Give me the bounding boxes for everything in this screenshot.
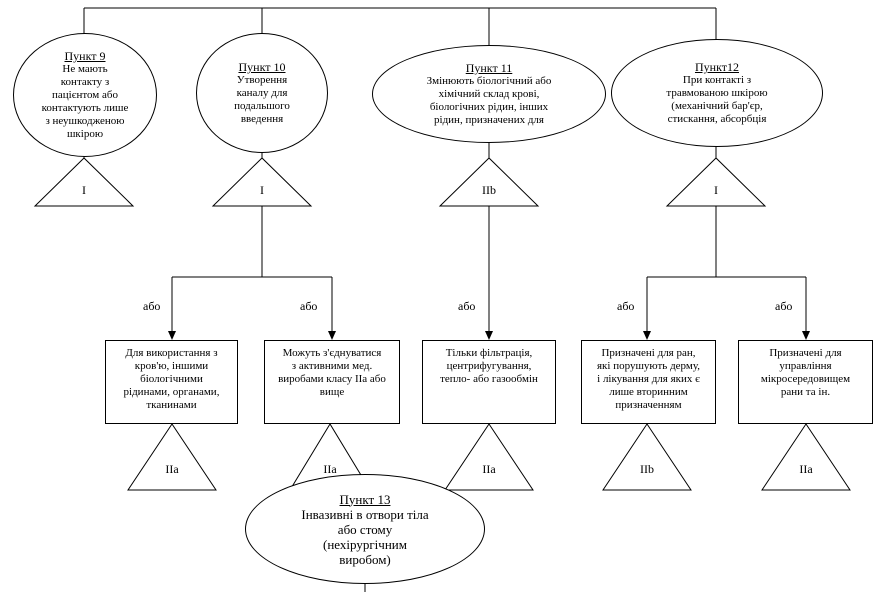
node-text-line: рідин, призначених для (434, 114, 544, 126)
box-text-line: тепло- або газообмін (440, 373, 538, 385)
node-punkt-10: Пункт 10 Утворення каналу для подальшого… (196, 33, 328, 153)
class-label: IIb (482, 183, 496, 197)
node-title: Пункт 9 (64, 49, 106, 63)
box-text-line: тканинами (146, 399, 197, 411)
box-text-line: Тільки фільтрація, (445, 347, 533, 359)
node-text-line: Не мають (62, 63, 108, 75)
node-punkt-9: Пункт 9 Не мають контакту з пацієнтом аб… (13, 33, 157, 157)
box-text-line: центрифугування, (446, 360, 532, 372)
box-text-line: біологічними (140, 373, 203, 385)
node-text-line: контакту з (60, 76, 110, 88)
node-text-line: введення (240, 113, 284, 125)
box-text-line: вище (319, 386, 345, 398)
branch-label: або (617, 299, 635, 313)
box-text-line: і лікування для яких є (597, 373, 700, 385)
class-triangle-bottom-4 (602, 423, 692, 491)
branch-label: або (143, 299, 161, 313)
box-text-line: рани та ін. (780, 386, 831, 398)
node-text-line: пацієнтом або (52, 89, 118, 101)
class-triangle-bottom-1 (127, 423, 217, 491)
class-label: IIa (482, 462, 496, 476)
criteria-box-4: Призначені для ран, які порушують дерму,… (581, 340, 716, 424)
class-triangle-top-1 (33, 157, 135, 207)
node-text-line: травмованою шкірою (666, 87, 768, 99)
branch-label: або (300, 299, 318, 313)
criteria-box-2: Можуть з'єднуватися з активними мед. вир… (264, 340, 400, 424)
box-text-line: які порушують дерму, (597, 360, 700, 372)
class-label: I (260, 183, 264, 197)
node-text-line: стискання, абсорбція (667, 113, 767, 125)
node-title: Пункт 11 (465, 61, 513, 75)
class-label: I (82, 183, 86, 197)
box-text-line: Призначені для (769, 347, 842, 359)
node-text-line: з неушкодженою (45, 115, 125, 127)
arrowhead (643, 331, 651, 340)
node-text-line: біологічних рідин, інших (429, 101, 549, 113)
node-punkt-13: Пункт 13 Інвазивні в отвори тіла або сто… (245, 474, 485, 584)
node-title: Пункт12 (694, 60, 739, 74)
box-text-line: Можуть з'єднуватися (282, 347, 382, 359)
class-label: IIa (799, 462, 813, 476)
box-text-line: з активними мед. (291, 360, 373, 372)
node-text-line: Змінюють біологічний або (426, 75, 552, 87)
class-triangle-top-3 (438, 157, 540, 207)
arrowhead (328, 331, 336, 340)
box-text-line: управління (779, 360, 832, 372)
node-text-line: Утворення (236, 74, 288, 86)
box-text-line: рідинами, органами, (123, 386, 220, 398)
node-text-line: (нехірургічним (323, 536, 407, 552)
box-text-line: призначенням (615, 399, 682, 411)
box-text-line: кров'ю, іншими (134, 360, 209, 372)
node-text-line: шкірою (66, 128, 104, 140)
criteria-box-5: Призначені для управління мікросередовищ… (738, 340, 873, 424)
arrowhead (802, 331, 810, 340)
box-text-line: виробами класу IIa або (278, 373, 386, 385)
class-triangle-bottom-5 (761, 423, 851, 491)
criteria-box-3: Тільки фільтрація, центрифугування, тепл… (422, 340, 556, 424)
node-text-line: контактують лише (41, 102, 129, 114)
node-title: Пункт 10 (238, 60, 286, 74)
box-text-line: мікросередовищем (760, 373, 851, 385)
class-label: IIb (640, 462, 654, 476)
node-title: Пункт 13 (339, 491, 391, 507)
node-text-line: або стому (337, 521, 393, 537)
class-triangle-bottom-3 (444, 423, 534, 491)
node-punkt-12: Пункт12 При контакті з травмованою шкіро… (611, 39, 823, 147)
class-label: I (714, 183, 718, 197)
node-text-line: (механічний бар'єр, (671, 100, 763, 112)
class-label: IIa (165, 462, 179, 476)
class-triangle-top-4 (665, 157, 767, 207)
arrowhead (485, 331, 493, 340)
class-label: IIa (323, 462, 337, 476)
box-text-line: Для використання з (125, 347, 218, 359)
criteria-box-1: Для використання з кров'ю, іншими біолог… (105, 340, 238, 424)
node-text-line: При контакті з (682, 74, 752, 86)
node-punkt-11: Пункт 11 Змінюють біологічний або хімічн… (372, 45, 606, 143)
box-text-line: Призначені для ран, (601, 347, 696, 359)
class-triangle-top-2 (211, 157, 313, 207)
node-text-line: каналу для (236, 87, 288, 99)
arrowhead (168, 331, 176, 340)
box-text-line: лише вторинним (609, 386, 688, 398)
node-text-line: хімічний склад крові, (438, 88, 540, 100)
node-text-line: подальшого (234, 100, 290, 112)
node-text-line: виробом) (339, 551, 391, 567)
branch-label: або (458, 299, 476, 313)
branch-label: або (775, 299, 793, 313)
node-text-line: Інвазивні в отвори тіла (301, 506, 429, 522)
